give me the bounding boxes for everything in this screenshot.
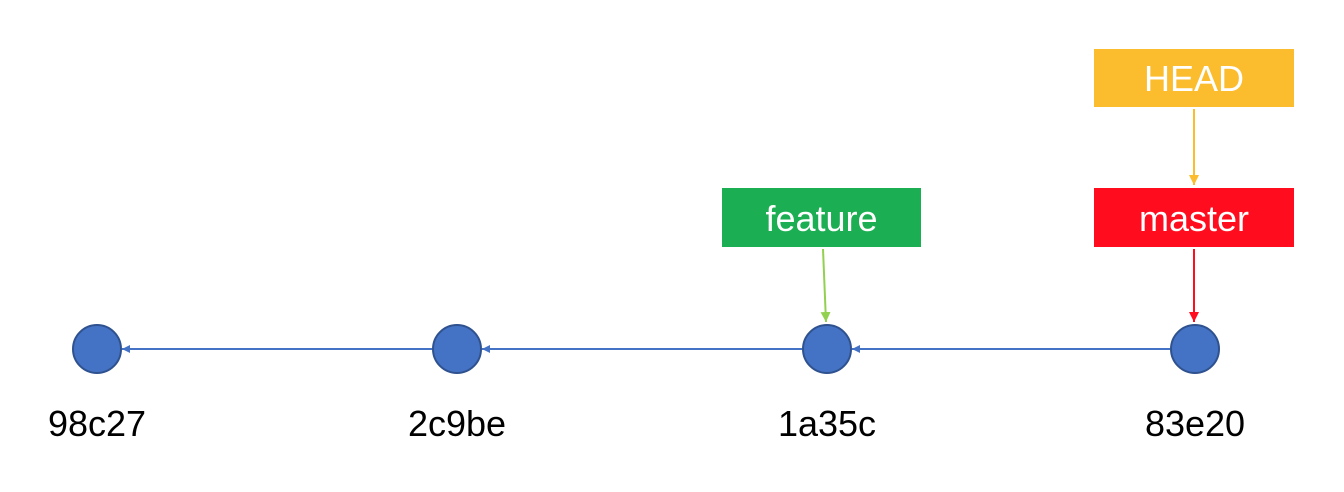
commit-node-1a35c: [802, 324, 852, 374]
commit-hash-2c9be: 2c9be: [408, 403, 506, 444]
head-pointer-label: HEAD: [1144, 58, 1244, 99]
commit-node-98c27: [72, 324, 122, 374]
feature-branch-label: feature: [765, 198, 877, 239]
head-pointer-box: [1094, 49, 1294, 107]
feature-pointer-arrow: [820, 248, 831, 323]
feature-branch-box: [722, 188, 921, 247]
commit-node-2c9be: [432, 324, 482, 374]
master-branch-box: [1094, 188, 1294, 247]
master-branch-label: master: [1139, 198, 1249, 239]
commit-hash-83e20: 83e20: [1145, 403, 1245, 444]
commit-hash-98c27: 98c27: [48, 403, 146, 444]
commit-node-83e20: [1170, 324, 1220, 374]
commit-hash-1a35c: 1a35c: [778, 403, 876, 444]
